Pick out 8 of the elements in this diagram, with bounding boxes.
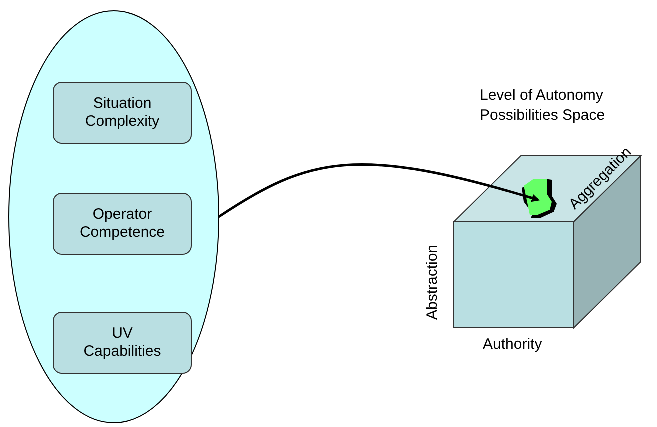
- rounded-box: Operator Competence: [53, 193, 192, 255]
- axis-label: Authority: [483, 336, 542, 353]
- curved-arrow: [218, 164, 540, 218]
- cube-title: Level of Autonomy Possibilities Space: [480, 86, 606, 126]
- rounded-box: Situation Complexity: [53, 82, 192, 144]
- oval-group: [8, 10, 220, 424]
- rounded-box: UV Capabilities: [53, 312, 192, 374]
- axis-label: Abstraction: [424, 244, 442, 320]
